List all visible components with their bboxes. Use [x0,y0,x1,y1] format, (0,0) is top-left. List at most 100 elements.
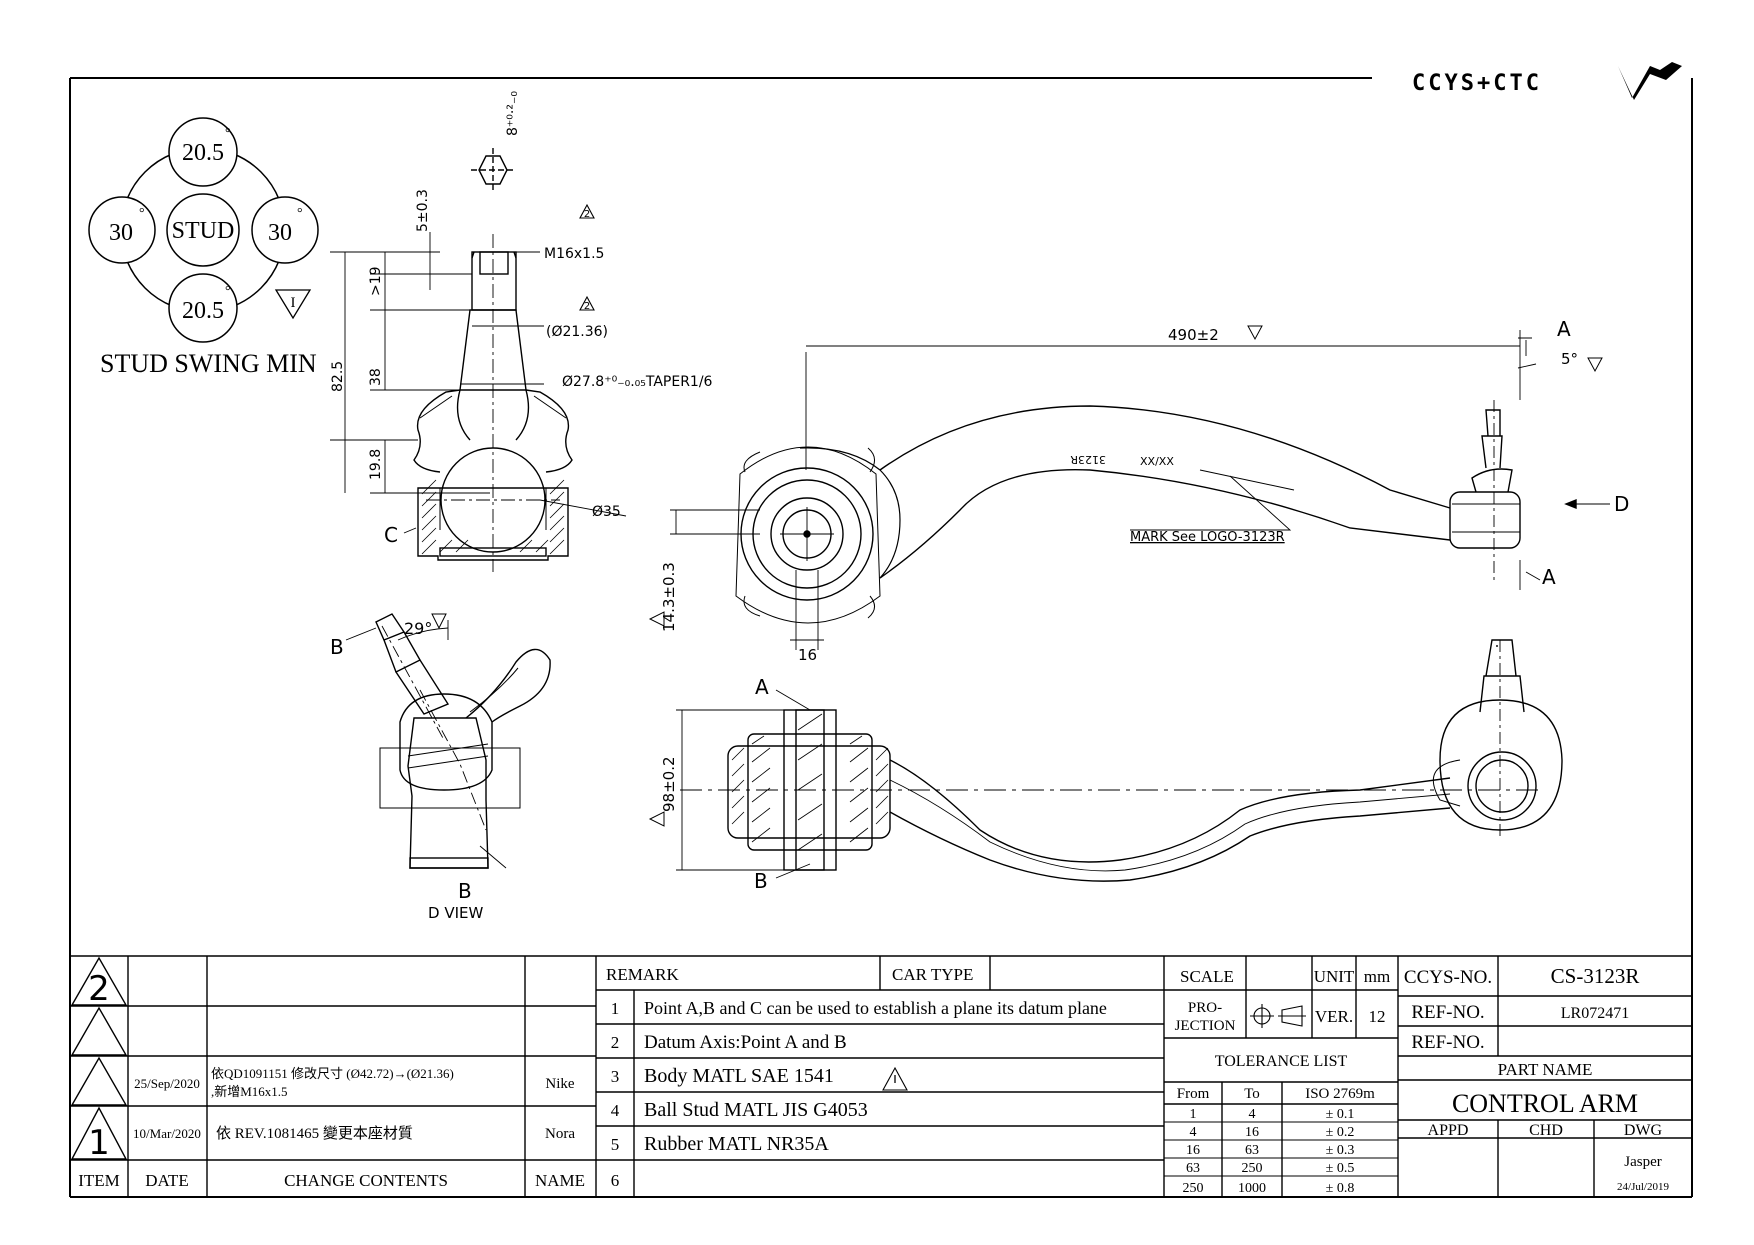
d-view-caption: D VIEW [428,904,483,922]
revision-row-contents-2a: 依QD1091151 修改尺寸 (Ø42.72)→(Ø21.36) [211,1066,454,1081]
ball-stud-section [330,148,627,572]
swing-left-deg: ° [139,206,145,221]
tolerance-row-3-from: 16 [1186,1143,1200,1158]
tolerance-row-5-from: 250 [1183,1181,1204,1196]
dim-143-label: 14.3±0.3 [660,562,678,632]
tolerance-row-4-from: 63 [1186,1161,1200,1176]
brand-logo: CCYS+CTC [1412,62,1682,100]
control-arm-top-view [648,325,1610,650]
tolerance-list-title: TOLERANCE LIST [1215,1053,1348,1070]
unit-value: mm [1364,967,1390,986]
sheet-border [69,77,1693,1198]
control-arm-side-view [648,639,1563,882]
point-d-label: D [1614,492,1629,516]
tolerance-row-3-to: 63 [1245,1143,1259,1158]
remark-num-6: 6 [611,1171,620,1190]
dia-35-label: Ø35 [592,504,621,520]
revision-row-name-1: Nora [545,1126,575,1142]
swing-bottom-value: 20.5 [182,298,224,324]
revision-row-name-2: Nike [545,1076,575,1092]
stud-swing-diagram: 20.5 ° 20.5 ° 30 ° 30 ° STUD I STUD SWIN… [88,117,319,378]
dim-19-label: >19 [368,266,384,296]
remark-text-4: Ball Stud MATL JIS G4053 [644,1099,868,1121]
surface-finish-roman: I [291,295,296,311]
tolerance-row-2-from: 4 [1190,1125,1197,1140]
nut-dim-label: 5±0.3 [415,189,431,232]
side-view-labels: 98±0.2 A B [660,675,769,893]
side-point-a-label: A [755,675,769,699]
remark-num-2: 2 [611,1033,620,1052]
rev-mark-thread: 2 [584,209,590,220]
drawer-name: Jasper [1624,1154,1662,1170]
appd-label: APPD [1428,1122,1469,1139]
swing-right-deg: ° [297,206,303,221]
tolerance-row-5-value: ± 0.8 [1326,1181,1355,1196]
swing-bottom-deg: ° [225,284,231,299]
remark-num-3: 3 [611,1067,620,1086]
dia-2136-label: (Ø21.36) [546,324,608,340]
swing-right-value: 30 [268,220,292,246]
stud-swing-caption: STUD SWING MIN [100,349,317,378]
header-date: DATE [145,1171,188,1190]
remark-num-4: 4 [611,1101,620,1120]
dview-angle-label: 29° [404,619,432,638]
remark-text-1: Point A,B and C can be used to establish… [644,998,1107,1018]
length-dim-label: 490±2 [1168,326,1219,344]
remark-text-2: Datum Axis:Point A and B [644,1032,847,1053]
dview-point-b-label: B [330,635,344,659]
remark-num-1: 1 [611,999,620,1018]
ref-no-value: LR072471 [1561,1005,1629,1022]
revision-row-item-1: 1 [88,1123,110,1163]
engrave-date-label: XX/XX [1140,455,1174,468]
revision-row-item-2: 2 [88,969,110,1009]
mark-label: MARK See LOGO-3123R [1130,530,1285,545]
thread-label: M16x1.5 [544,246,604,262]
point-a-bottom-label: A [1542,565,1556,589]
point-a-top-label: A [1557,317,1571,341]
swing-center-label: STUD [172,218,235,244]
angle-label: 5° [1561,350,1578,368]
dim-16-label: 16 [798,646,817,664]
swing-left-value: 30 [109,220,133,246]
chd-label: CHD [1529,1122,1563,1139]
dim-825-label: 82.5 [330,361,346,392]
swing-top-deg: ° [225,126,231,141]
revision-row-contents-2b: ,新增M16x1.5 [211,1084,288,1099]
part-name-value: CONTROL ARM [1452,1089,1638,1118]
engrave-part-label: 3123R [1070,453,1106,466]
tolerance-row-1-value: ± 0.1 [1326,1107,1355,1122]
tolerance-row-1-to: 4 [1249,1107,1256,1122]
ref-no-label: REF-NO. [1411,1002,1484,1023]
remark-text-3: Body MATL SAE 1541 [644,1065,834,1087]
ver-label: VER. [1315,1007,1353,1026]
revision-table: 2 25/Sep/2020 依QD1091151 修改尺寸 (Ø42.72)→(… [78,969,585,1190]
top-view-labels: 490±2 5° A A D MARK See LOGO-3123R 3123R… [660,317,1629,664]
remark-num-5: 5 [611,1135,620,1154]
brand-logo-text: CCYS+CTC [1412,71,1542,96]
dview-point-b2-label: B [458,879,472,903]
tolerance-row-4-value: ± 0.5 [1326,1161,1355,1176]
header-change-contents: CHANGE CONTENTS [284,1171,448,1190]
drawn-date: 24/Jul/2019 [1617,1181,1669,1193]
d-view [345,613,551,869]
tolerance-row-4-to: 250 [1242,1161,1263,1176]
surface-finish-icon [274,289,312,320]
title-block-grid [70,955,1692,1197]
ref-no-2-label: REF-NO. [1411,1032,1484,1053]
tolerance-row-2-value: ± 0.2 [1326,1125,1355,1140]
warning-icon [882,1066,908,1091]
dim-98-label: 98±0.2 [660,756,678,812]
header-name: NAME [535,1171,585,1190]
tolerance-block: SCALE UNIT mm PRO- JECTION VER. 12 TOLER… [1175,967,1391,1196]
header-item: ITEM [78,1171,120,1190]
ccys-no-value: CS-3123R [1551,964,1640,988]
stud-center-circle [166,193,240,267]
remark-text-5: Rubber MATL NR35A [644,1133,829,1155]
hex-socket-icon [478,155,508,185]
tolerance-row-2-to: 16 [1245,1125,1259,1140]
dwg-label: DWG [1624,1122,1663,1139]
dim-198-label: 19.8 [368,449,384,480]
tolerance-header-to: To [1244,1086,1260,1102]
revision-row-date-1: 10/Mar/2020 [133,1126,201,1141]
